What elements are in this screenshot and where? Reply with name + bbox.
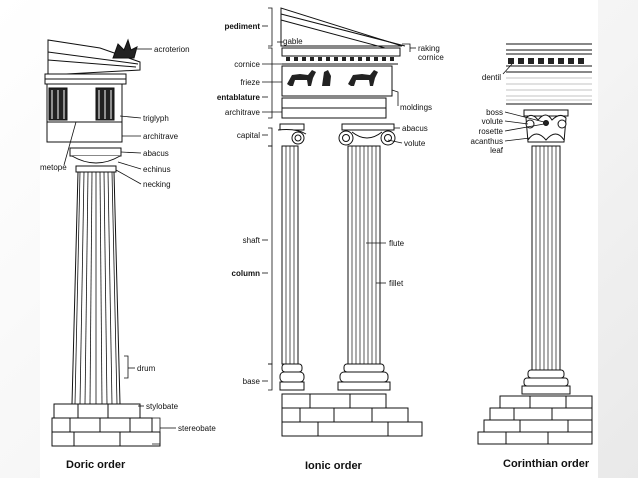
label-corinthian-volute: volute xyxy=(482,117,504,126)
acroterion-ornament xyxy=(112,38,138,59)
label-entablature: entablature xyxy=(217,93,261,102)
label-frieze: frieze xyxy=(240,78,260,87)
label-ionic-architrave: architrave xyxy=(225,108,261,117)
label-column: column xyxy=(232,269,261,278)
label-ionic-volute: volute xyxy=(404,139,426,148)
ionic-leaders xyxy=(262,7,416,391)
label-echinus: echinus xyxy=(143,165,171,174)
label-doric-abacus: abacus xyxy=(143,149,169,158)
label-pediment: pediment xyxy=(224,22,260,31)
caption-doric-order: Doric order xyxy=(66,459,126,471)
label-flute: flute xyxy=(389,239,405,248)
corinthian-dentils xyxy=(508,58,584,64)
corinthian-entablature-hatching xyxy=(506,77,592,101)
doric-leaders xyxy=(63,48,176,445)
label-doric-architrave: architrave xyxy=(143,132,179,141)
label-fillet: fillet xyxy=(389,279,404,288)
doric-order-drawing xyxy=(44,38,161,447)
corinthian-order-drawing xyxy=(477,43,593,445)
label-capital: capital xyxy=(237,131,260,140)
label-moldings: moldings xyxy=(400,103,432,112)
label-rosette: rosette xyxy=(479,127,504,136)
label-raking: raking xyxy=(418,44,440,53)
label-ionic-cornice: cornice xyxy=(234,60,260,69)
label-stereobate: stereobate xyxy=(178,424,216,433)
doric-labels: acroterion triglyph metope architrave ab… xyxy=(40,45,216,471)
label-raking-cornice: cornice xyxy=(418,53,444,62)
caption-corinthian-order: Corinthian order xyxy=(503,458,590,470)
ionic-order-drawing xyxy=(277,7,423,437)
label-necking: necking xyxy=(143,180,171,189)
label-boss: boss xyxy=(486,108,503,117)
label-stylobate: stylobate xyxy=(146,402,179,411)
label-gable: gable xyxy=(283,37,303,46)
label-shaft: shaft xyxy=(243,236,261,245)
label-drum: drum xyxy=(137,364,156,373)
frieze-figures xyxy=(287,70,378,86)
triglyph-block xyxy=(48,87,115,121)
label-acroterion: acroterion xyxy=(154,45,190,54)
corinthian-leaders xyxy=(502,63,545,142)
label-base: base xyxy=(243,377,261,386)
ionic-labels: pediment gable raking cornice cornice fr… xyxy=(217,22,444,472)
label-acanthus-leaf: leaf xyxy=(490,146,504,155)
label-triglyph: triglyph xyxy=(143,114,169,123)
caption-ionic-order: Ionic order xyxy=(305,460,363,472)
label-ionic-abacus: abacus xyxy=(402,124,428,133)
label-acanthus: acanthus xyxy=(471,137,503,146)
label-dentil: dentil xyxy=(482,73,501,82)
corinthian-labels: dentil boss volute rosette acanthus leaf… xyxy=(471,73,590,470)
label-metope: metope xyxy=(40,163,67,172)
ionic-dentils xyxy=(286,57,394,61)
